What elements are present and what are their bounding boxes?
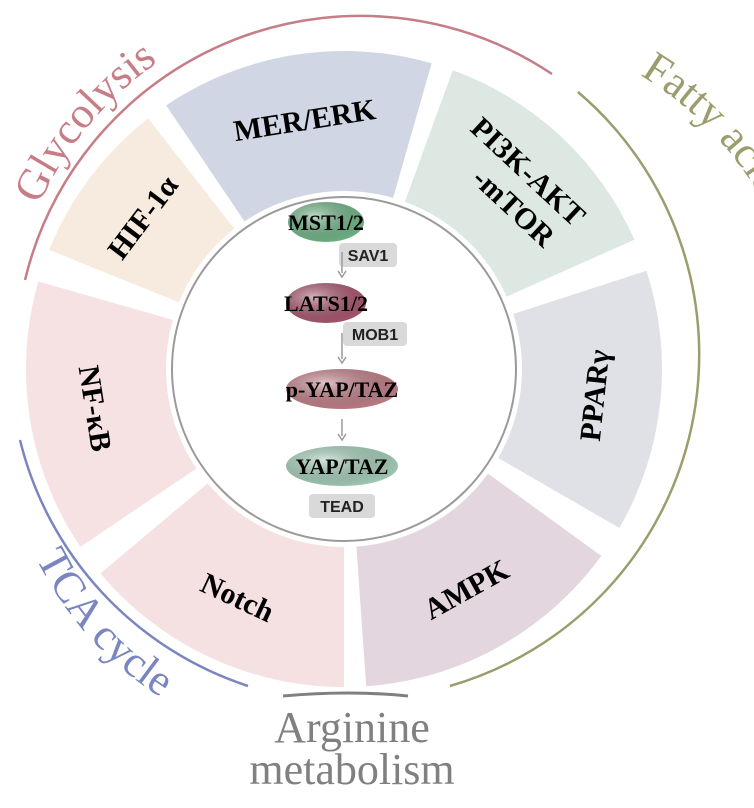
arrow-head [337,270,347,279]
segment-mer-erk-wedge [166,50,432,222]
segment-ampk-wedge [356,473,602,687]
cofactor-tag [339,243,397,267]
cofactor-label: TEAD [320,499,364,516]
segment-hif-1--wedge [49,118,235,303]
node-highlight [286,446,398,486]
metabolism-label: metabolism [249,745,454,794]
node-highlight [286,283,366,323]
pathway-node-label: MST1/2 [288,210,364,235]
segment-nf-b-wedge [25,281,197,547]
cofactor-label: SAV1 [348,248,389,265]
arginine-arc [282,691,409,698]
pathway-node-label: LATS1/2 [284,291,368,316]
cofactor-tag [343,322,407,346]
fatty-acid-oxidation-arc [449,91,701,688]
node-highlight [286,369,398,409]
hippo-core-circle [171,196,517,542]
tca-cycle-arc [18,439,249,688]
glycolysis-arc [23,14,553,281]
arrow-head [337,356,347,365]
pathway-node-label: p-YAP/TAZ [286,377,398,402]
segment-ppar--wedge [498,270,662,528]
node-highlight [288,202,364,242]
pathway-node-label: YAP/TAZ [296,454,389,479]
segment-pi3k-akt-wedge [404,70,635,297]
cofactor-tag [309,494,375,518]
arrow-head [337,433,347,442]
cofactor-label: MOB1 [352,327,398,344]
arginine-label: Arginine [274,703,430,752]
segment-notch-wedge [100,483,345,687]
